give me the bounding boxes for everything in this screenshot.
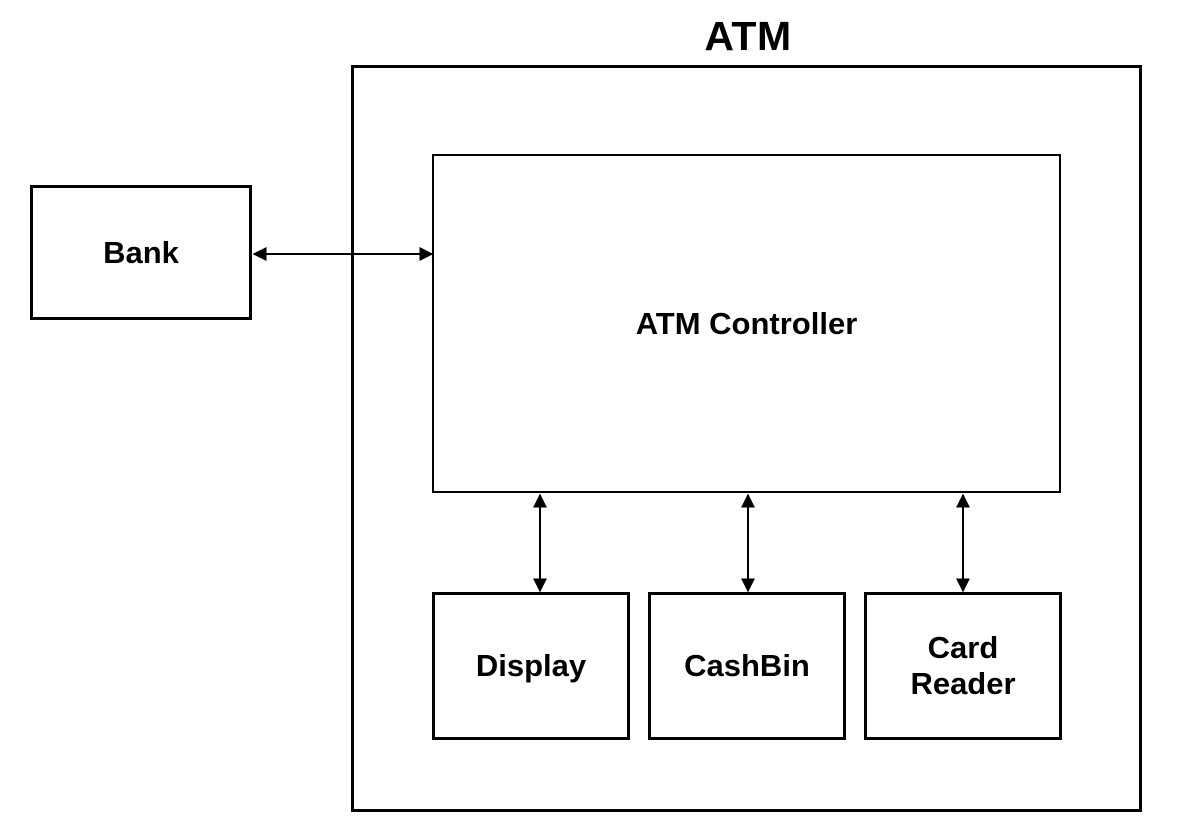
- page-title: ATM: [704, 13, 792, 59]
- node-atm-controller-label: ATM Controller: [635, 305, 858, 341]
- node-bank[interactable]: Bank: [30, 185, 252, 320]
- node-card-reader-label-line2: Reader: [910, 666, 1016, 701]
- node-display[interactable]: Display: [432, 592, 630, 740]
- node-cashbin-label: CashBin: [684, 648, 810, 684]
- node-card-reader[interactable]: Card Reader: [864, 592, 1062, 740]
- connector-bank-to-controller: [250, 233, 436, 275]
- connector-controller-to-card-reader: [942, 491, 984, 595]
- node-atm-controller[interactable]: ATM Controller: [432, 154, 1061, 493]
- connector-controller-to-cashbin: [727, 491, 769, 595]
- node-cashbin[interactable]: CashBin: [648, 592, 846, 740]
- node-card-reader-label: Card Reader: [910, 630, 1015, 701]
- node-display-label: Display: [475, 648, 587, 684]
- node-card-reader-label-line1: Card: [927, 630, 999, 666]
- node-bank-label: Bank: [103, 234, 179, 270]
- connector-controller-to-display: [519, 491, 561, 595]
